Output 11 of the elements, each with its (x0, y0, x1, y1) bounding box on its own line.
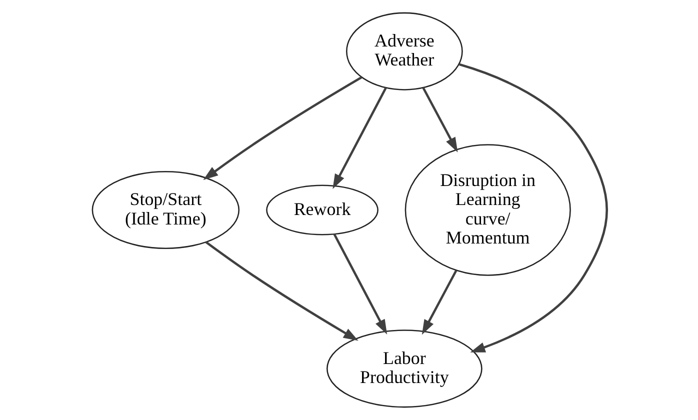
arrow (332, 87, 386, 189)
node-ellipse: Disruption in Learning curve/ Momentum (404, 144, 570, 276)
arrow (204, 241, 358, 341)
arrow (421, 270, 457, 335)
node-ellipse: Adverse Weather (346, 12, 462, 90)
arrow (202, 76, 362, 180)
arrow (458, 63, 608, 352)
arrow (422, 87, 458, 152)
arrow (332, 233, 387, 334)
node-ellipse: Rework (266, 184, 378, 236)
node-ellipse: Stop/Start (Idle Time) (91, 170, 240, 250)
